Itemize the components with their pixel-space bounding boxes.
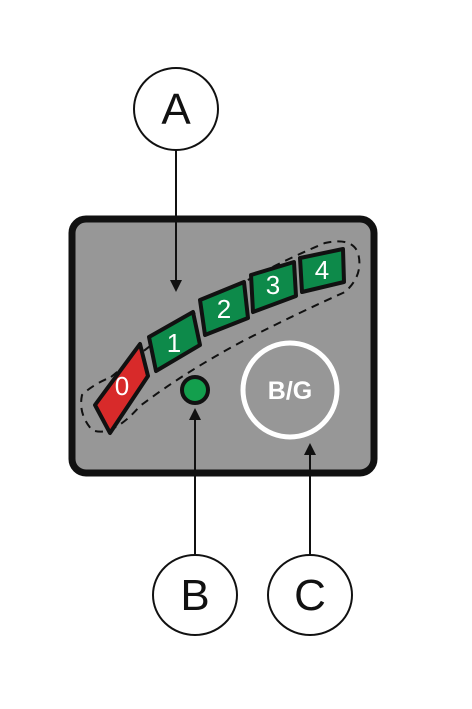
callout-c: C xyxy=(267,443,353,636)
callout-c-circle xyxy=(267,554,353,636)
segment-1-shape xyxy=(147,310,202,373)
bg-button-ring[interactable] xyxy=(240,340,340,440)
segment-0-label: 0 xyxy=(115,371,129,401)
callout-a-circle xyxy=(133,67,219,151)
segment-4-shape xyxy=(298,247,346,294)
segment-0: 0 xyxy=(93,342,150,435)
segment-2-shape xyxy=(198,280,250,337)
callout-a: A xyxy=(133,67,219,292)
segment-4: 4 xyxy=(298,247,346,294)
bg-button-label: B/G xyxy=(268,377,312,405)
segment-4-label: 4 xyxy=(315,255,329,285)
callout-a-letter: A xyxy=(161,85,191,134)
segment-2-label: 2 xyxy=(217,294,231,324)
callout-c-letter: C xyxy=(294,571,326,620)
status-led-icon xyxy=(180,375,210,405)
segment-3-label: 3 xyxy=(266,270,280,300)
bg-button[interactable]: B/G xyxy=(240,340,340,440)
callout-b: B xyxy=(152,408,238,636)
segment-group-outline xyxy=(80,240,361,433)
segment-2: 2 xyxy=(198,280,250,337)
segment-3: 3 xyxy=(249,260,298,314)
segment-1-label: 1 xyxy=(167,328,181,358)
segment-3-shape xyxy=(249,260,298,314)
segment-1: 1 xyxy=(147,310,202,373)
segment-0-shape xyxy=(93,342,150,435)
callout-b-letter: B xyxy=(180,571,209,620)
callout-b-circle xyxy=(152,554,238,636)
